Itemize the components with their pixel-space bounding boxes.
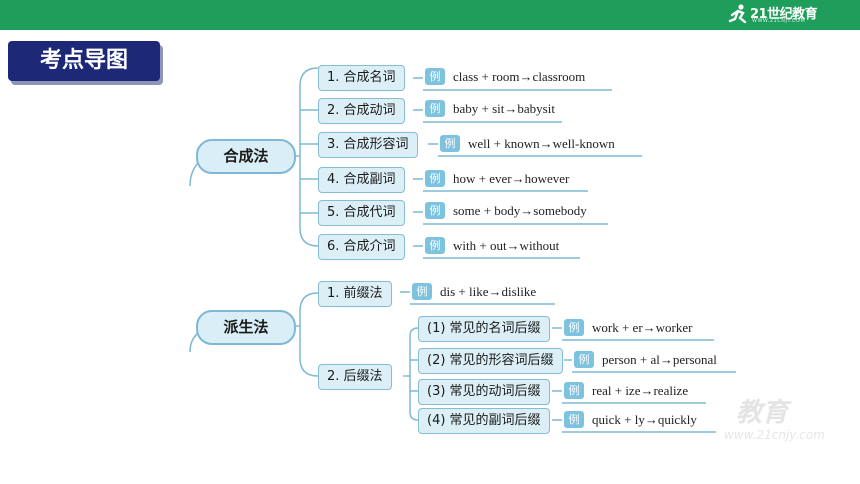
- node-label: 2. 合成动词: [327, 103, 396, 118]
- example-badge: 例: [564, 411, 584, 428]
- example-however: 例 how + ever→however: [425, 168, 569, 190]
- section-title: 考点导图: [8, 41, 160, 81]
- watermark: 教育: [736, 398, 789, 428]
- example-somebody: 例 some + body→somebody: [425, 200, 587, 222]
- example-dislike: 例 dis + like→dislike: [412, 281, 536, 303]
- example-text: well + known→well-known: [468, 136, 615, 151]
- example-badge: 例: [425, 170, 445, 187]
- node-label: 1. 前缀法: [327, 286, 383, 301]
- example-text: real + ize→realize: [592, 383, 689, 398]
- example-text: class + room→classroom: [453, 69, 586, 84]
- suffix-node-verb: (3) 常见的动词后缀: [418, 379, 550, 405]
- node-label: (2) 常见的形容词后缀: [427, 353, 554, 368]
- compound-node-adverb: 4. 合成副词: [318, 167, 405, 193]
- compound-node-pronoun: 5. 合成代词: [318, 200, 405, 226]
- suffix-node-adjective: (2) 常见的形容词后缀: [418, 348, 563, 374]
- example-text: quick + ly→quickly: [592, 412, 697, 427]
- example-text: dis + like→dislike: [440, 284, 537, 299]
- node-label: 1. 合成名词: [327, 70, 396, 85]
- brand-logo: 21世纪教育 WWW.21CNJY.COM: [728, 2, 828, 26]
- example-classroom: 例 class + room→classroom: [425, 66, 585, 88]
- node-label: 2. 后缀法: [327, 369, 383, 384]
- suffix-node-adverb: (4) 常见的副词后缀: [418, 408, 550, 434]
- compound-hub-label: 合成法: [223, 147, 269, 165]
- example-babysit: 例 baby + sit→babysit: [425, 98, 555, 120]
- example-text: work + er→worker: [592, 320, 693, 335]
- example-badge: 例: [425, 68, 445, 85]
- compound-hub: 合成法: [196, 139, 296, 174]
- example-badge: 例: [564, 382, 584, 399]
- node-label: 4. 合成副词: [327, 172, 396, 187]
- example-text: baby + sit→babysit: [453, 101, 555, 116]
- example-badge: 例: [425, 202, 445, 219]
- derivation-hub-label: 派生法: [223, 318, 269, 336]
- runner-icon: [728, 4, 747, 24]
- example-quickly: 例 quick + ly→quickly: [564, 409, 697, 431]
- example-badge: 例: [574, 351, 594, 368]
- example-text: how + ever→however: [453, 171, 570, 186]
- example-worker: 例 work + er→worker: [564, 317, 692, 339]
- node-label: (1) 常见的名词后缀: [427, 321, 541, 336]
- compound-node-adjective: 3. 合成形容词: [318, 132, 418, 158]
- node-label: 6. 合成介词: [327, 239, 396, 254]
- example-badge: 例: [440, 135, 460, 152]
- logo-text: 21世纪教育: [750, 7, 818, 22]
- watermark-url: www.21cnjy.com: [724, 428, 825, 442]
- example-badge: 例: [564, 319, 584, 336]
- logo-subtext: WWW.21CNJY.COM: [752, 18, 806, 24]
- example-badge: 例: [425, 237, 445, 254]
- node-label: (3) 常见的动词后缀: [427, 384, 541, 399]
- example-without: 例 with + out→without: [425, 235, 559, 257]
- example-badge: 例: [425, 100, 445, 117]
- example-badge: 例: [412, 283, 432, 300]
- prefix-node: 1. 前缀法: [318, 281, 392, 307]
- compound-node-verb: 2. 合成动词: [318, 98, 405, 124]
- suffix-node-noun: (1) 常见的名词后缀: [418, 316, 550, 342]
- node-label: 3. 合成形容词: [327, 137, 409, 152]
- example-well-known: 例 well + known→well-known: [440, 133, 615, 155]
- compound-node-preposition: 6. 合成介词: [318, 234, 405, 260]
- example-realize: 例 real + ize→realize: [564, 380, 688, 402]
- top-bar: [0, 0, 860, 30]
- suffix-node: 2. 后缀法: [318, 364, 392, 390]
- example-text: with + out→without: [453, 238, 560, 253]
- derivation-hub: 派生法: [196, 310, 296, 345]
- compound-node-noun: 1. 合成名词: [318, 65, 405, 91]
- example-text: some + body→somebody: [453, 203, 587, 218]
- node-label: 5. 合成代词: [327, 205, 396, 220]
- example-text: person + al→personal: [602, 352, 717, 367]
- example-personal: 例 person + al→personal: [574, 349, 717, 371]
- section-title-text: 考点导图: [39, 48, 128, 73]
- node-label: (4) 常见的副词后缀: [427, 413, 541, 428]
